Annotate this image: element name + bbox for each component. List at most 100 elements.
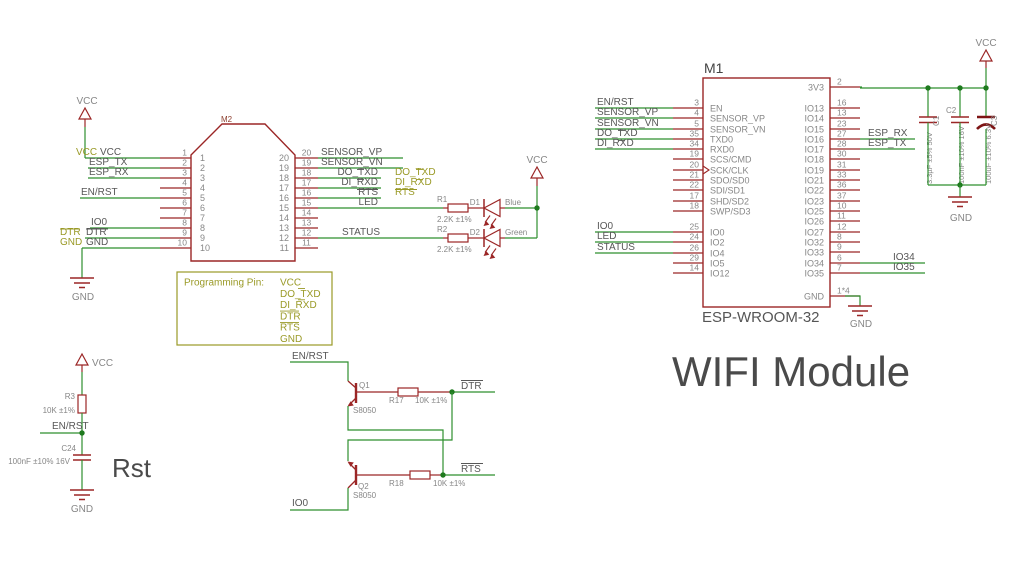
pin-name: IO32 bbox=[804, 238, 824, 248]
net-label: EN/RST bbox=[52, 421, 89, 432]
pin-number: 16 bbox=[837, 98, 847, 108]
pin-name: IO19 bbox=[804, 166, 824, 176]
pin-number: 22 bbox=[690, 180, 700, 190]
m1-module: M1 ESP-WROOM-32 3ENEN/RST4SENSOR_VPSENSO… bbox=[595, 60, 925, 395]
pin-number: 20 bbox=[690, 160, 700, 170]
pin-name: SCK/CLK bbox=[710, 166, 749, 176]
pin-number: 31 bbox=[837, 160, 847, 170]
component-value: 100nF ±10% 16V bbox=[8, 457, 70, 466]
net-label: DO_TXD bbox=[597, 128, 638, 139]
pin-number: 30 bbox=[837, 149, 847, 159]
component-value: 3.3µF ±5% 50V bbox=[925, 132, 934, 184]
pin-number: 19 bbox=[690, 149, 700, 159]
component-ref: Q2 bbox=[358, 482, 369, 491]
net-label: Green bbox=[505, 228, 527, 237]
pin-name: 4 bbox=[200, 183, 205, 193]
net-tag: GND bbox=[60, 237, 82, 248]
component-ref: D2 bbox=[470, 228, 481, 237]
power-flag-label: VCC bbox=[526, 155, 547, 166]
component-ref: R17 bbox=[389, 396, 404, 405]
junction-dot bbox=[79, 430, 85, 436]
pin-name: 12 bbox=[279, 233, 289, 243]
component-value: 10K ±1% bbox=[43, 406, 75, 415]
pin-number: 26 bbox=[690, 243, 700, 253]
active-low-overlines bbox=[60, 130, 625, 464]
pin-name: EN bbox=[710, 104, 723, 114]
net-label: ESP_TX bbox=[89, 157, 128, 168]
pin-number: 12 bbox=[837, 222, 847, 232]
transistor-emitter-arrow bbox=[347, 401, 354, 407]
component-value: S8050 bbox=[353, 491, 377, 500]
resistor-body bbox=[447, 203, 469, 213]
pin-number: 1*4 bbox=[837, 286, 850, 296]
pin-name: SCS/CMD bbox=[710, 155, 752, 165]
component-value: 100uF ±10% 6.3V bbox=[984, 124, 993, 184]
net-label: DTR bbox=[86, 227, 107, 238]
pin-number: 29 bbox=[690, 253, 700, 263]
net-label: IO0 bbox=[597, 221, 614, 232]
pin-name: IO23 bbox=[804, 197, 824, 207]
component-ref: C2 bbox=[946, 106, 957, 115]
net-tag: DTR bbox=[60, 227, 81, 238]
pin-number: 28 bbox=[837, 139, 847, 149]
net-label: EN/RST bbox=[292, 351, 329, 362]
pin-number: 5 bbox=[182, 188, 187, 198]
pin-name: SENSOR_VP bbox=[710, 114, 765, 124]
component-ref: R18 bbox=[389, 479, 404, 488]
led-triangle bbox=[482, 198, 501, 218]
vcc-flag-icon bbox=[74, 352, 90, 366]
decoupling-caps: VCC C1 3.3µF ±5% 50V C2 100nF ±10% 16V C… bbox=[860, 38, 999, 224]
pin-name: IO21 bbox=[804, 176, 824, 186]
net-label: RTS bbox=[461, 464, 481, 475]
component-ref: C24 bbox=[61, 444, 76, 453]
programming-pin-item: RTS bbox=[280, 323, 300, 334]
transistor-collector bbox=[347, 479, 357, 489]
pin-name: RXD0 bbox=[710, 145, 734, 155]
pin-name: 3V3 bbox=[808, 83, 824, 93]
net-label: LED bbox=[597, 231, 616, 242]
pin-name: 14 bbox=[279, 213, 289, 223]
net-label: IO0 bbox=[292, 498, 309, 509]
note-box bbox=[176, 271, 333, 346]
component-ref: C3 bbox=[990, 115, 999, 126]
power-flag-label: VCC bbox=[92, 358, 113, 369]
component-value: S8050 bbox=[353, 406, 377, 415]
capacitor-curved-plate bbox=[976, 123, 996, 130]
vcc-flag-icon bbox=[529, 165, 545, 179]
pin-name: IO16 bbox=[804, 135, 824, 145]
pin-number: 5 bbox=[694, 119, 699, 129]
pin-number: 2 bbox=[182, 158, 187, 168]
net-label: STATUS bbox=[597, 242, 635, 253]
component-value: 10K ±1% bbox=[433, 479, 465, 488]
resistor-body bbox=[409, 470, 431, 480]
pin-name: IO18 bbox=[804, 155, 824, 165]
led-emit-arrowhead bbox=[483, 250, 490, 256]
resistor-body bbox=[447, 233, 469, 243]
pin-number: 24 bbox=[690, 232, 700, 242]
net-tag: DO_TXD bbox=[395, 167, 436, 178]
gnd-symbol-icon bbox=[70, 489, 94, 501]
pin-number: 11 bbox=[302, 238, 311, 248]
component-ref: R1 bbox=[437, 195, 448, 204]
component-part-label: ESP-WROOM-32 bbox=[702, 309, 820, 326]
pin-name: 20 bbox=[279, 153, 289, 163]
net-label: SENSOR_VP bbox=[321, 147, 382, 158]
pin-name: IO14 bbox=[804, 114, 824, 124]
net-label: IO0 bbox=[91, 217, 108, 228]
pin-name: TXD0 bbox=[710, 135, 733, 145]
component-ref: D1 bbox=[470, 198, 481, 207]
wire bbox=[845, 295, 861, 306]
programming-pin-item: DO_TXD bbox=[280, 289, 321, 300]
net-label: ESP_RX bbox=[868, 128, 908, 139]
junction-dot bbox=[440, 472, 446, 478]
pin-name: 7 bbox=[200, 213, 205, 223]
component-ref: R2 bbox=[437, 225, 448, 234]
pin-name: SHD/SD2 bbox=[710, 197, 749, 207]
pin-name: 19 bbox=[279, 163, 289, 173]
pin-number: 8 bbox=[837, 232, 842, 242]
net-label: ESP_RX bbox=[89, 167, 129, 178]
vcc-flag-icon bbox=[77, 106, 93, 120]
pin-name: IO0 bbox=[710, 228, 725, 238]
pin-name: 10 bbox=[200, 243, 210, 253]
note-title: Programming Pin: bbox=[184, 278, 264, 289]
